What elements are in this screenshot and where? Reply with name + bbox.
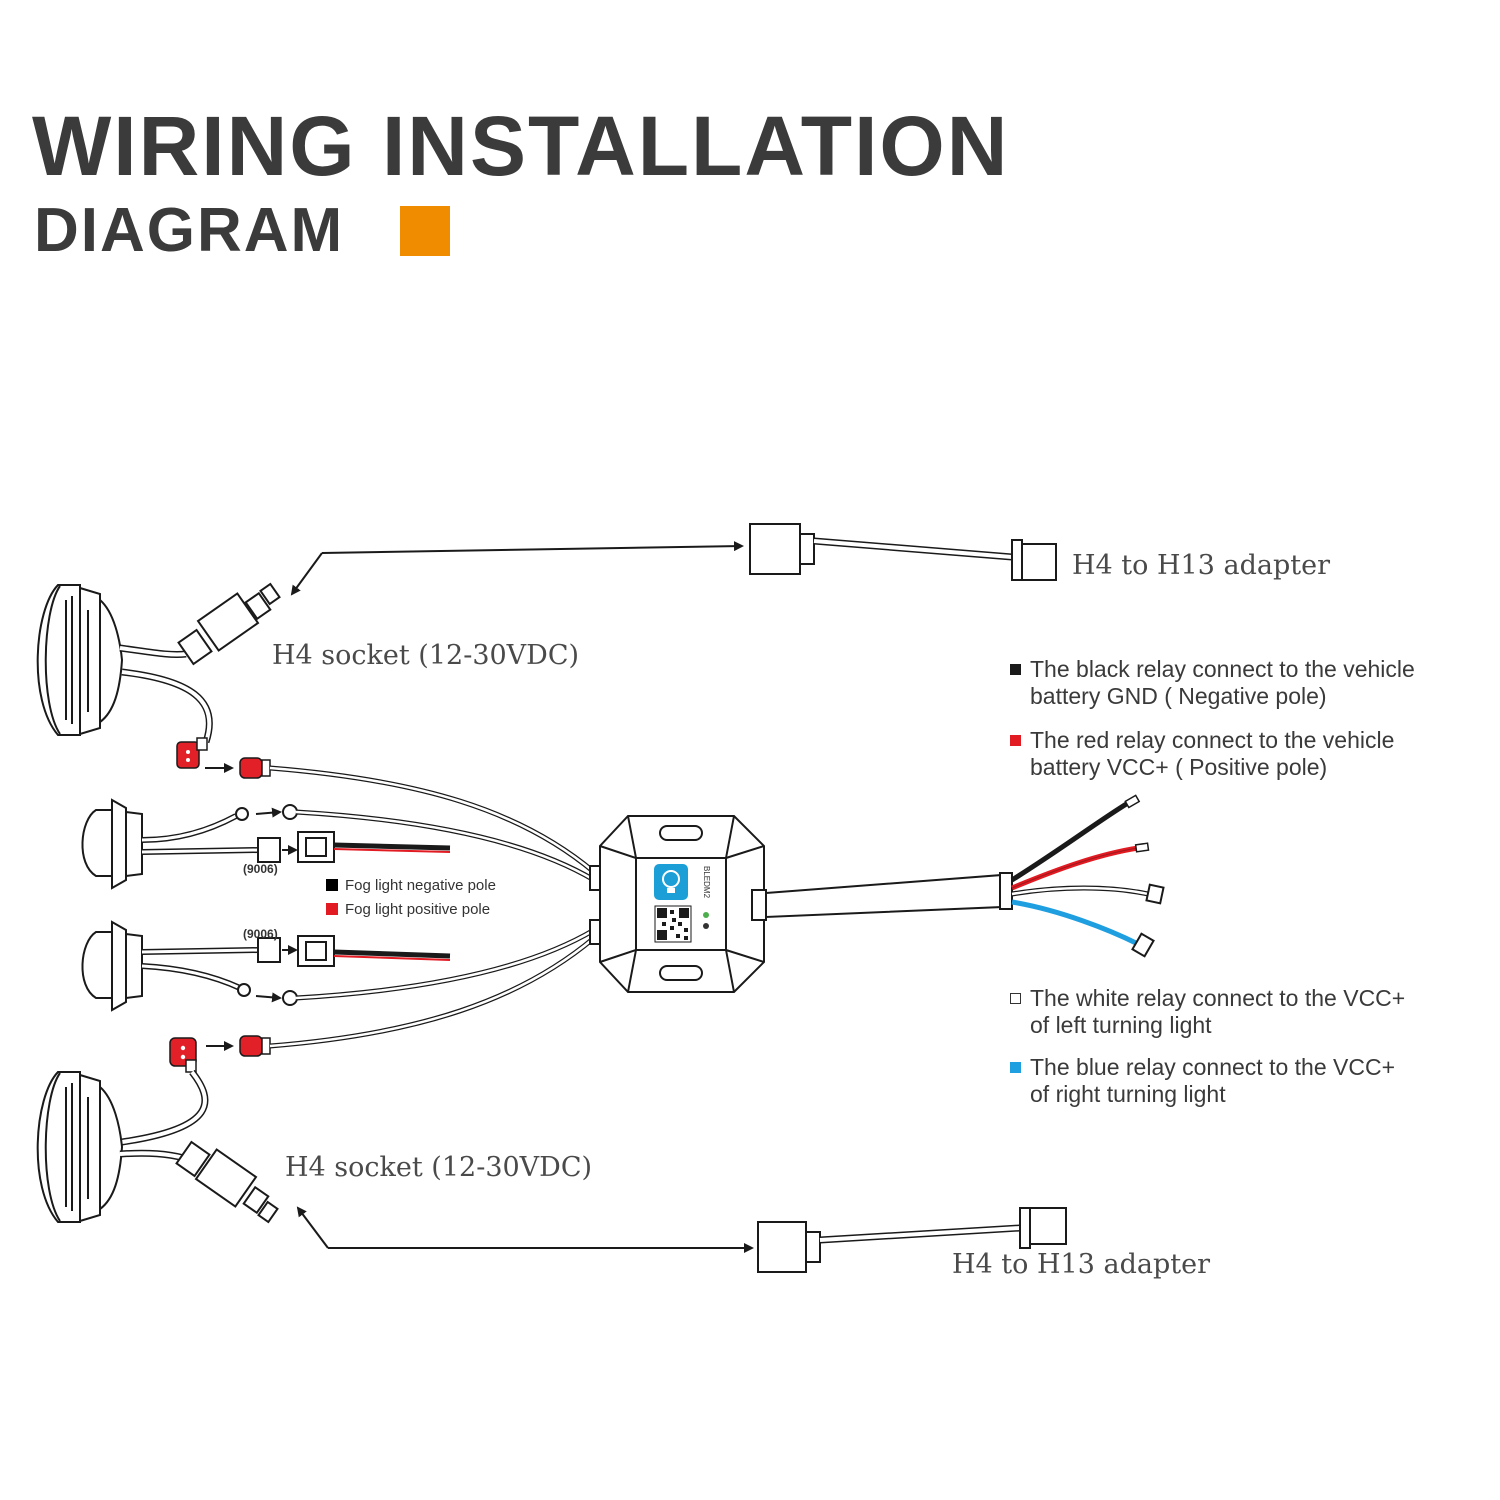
headlight-top-icon	[36, 584, 124, 736]
relay-cable	[751, 872, 1013, 921]
fog-light-top-icon	[81, 798, 143, 890]
connector-red-top-icon	[176, 737, 208, 769]
connector-red-mate-top-icon	[239, 757, 271, 779]
fog-cable-bottom	[141, 937, 281, 997]
headlight-cable-bottom	[121, 1069, 209, 1146]
connector-red-bottom-icon	[169, 1037, 197, 1073]
arrow-to-socket-top	[290, 552, 323, 596]
fog-legend-positive: Fog light positive pole	[326, 901, 490, 918]
plug-label-top: (9006)	[243, 862, 278, 876]
relay-swatch-white	[1010, 993, 1021, 1004]
fog-connector-bottom-icon	[282, 990, 298, 1006]
adapter-label-top: H4 to H13 adapter	[1072, 550, 1330, 581]
h4-h13-adapter-top-icon	[749, 523, 1057, 581]
arrow-fog-top	[255, 807, 282, 818]
arrow-to-adapter-top	[321, 541, 744, 554]
android-icon	[703, 912, 709, 918]
relay-swatch-black	[1010, 664, 1021, 675]
socket-label-bottom: H4 socket (12-30VDC)	[285, 1152, 593, 1183]
swatch-red	[326, 903, 338, 915]
arrow-fog-bottom	[255, 992, 282, 1003]
relay-swatch-red	[1010, 735, 1021, 746]
control-module-icon	[589, 815, 765, 993]
harness-wires-left	[269, 765, 596, 1049]
fog-light-bottom-icon	[81, 920, 143, 1012]
socket-cable-bottom	[119, 1140, 279, 1224]
plug-9006-top-icon	[297, 831, 451, 863]
page-title: WIRING INSTALLATION	[32, 99, 1010, 193]
h4-h13-adapter-bottom-icon	[757, 1207, 1067, 1273]
adapter-label-bottom: H4 to H13 adapter	[952, 1249, 1210, 1280]
relay-legend-black: The black relay connect to the vehicle b…	[1008, 656, 1488, 710]
relay-swatch-blue	[1010, 1062, 1021, 1073]
socket-cable-top	[119, 582, 281, 666]
module-label: BLEDM2	[702, 866, 711, 899]
headlight-cable-top	[121, 668, 213, 744]
plug-label-bottom: (9006)	[243, 927, 278, 941]
relay-legend-red: The red relay connect to the vehicle bat…	[1008, 727, 1488, 781]
bulb-app-icon	[654, 864, 688, 900]
swatch-black	[326, 879, 338, 891]
apple-icon	[703, 923, 709, 929]
connector-red-mate-bottom-icon	[239, 1035, 271, 1057]
headlight-bottom-icon	[36, 1071, 124, 1223]
page-subtitle: DIAGRAM	[34, 196, 345, 265]
plug-9006-bottom-icon	[297, 935, 451, 967]
fog-cable-top	[141, 807, 281, 863]
fog-legend-negative: Fog light negative pole	[326, 877, 496, 894]
socket-label-top: H4 socket (12-30VDC)	[272, 640, 580, 671]
accent-square	[400, 206, 450, 256]
arrow-to-socket-bottom	[296, 1206, 329, 1249]
relay-legend-blue: The blue relay connect to the VCC+ of ri…	[1008, 1054, 1488, 1108]
qr-code-icon	[654, 905, 692, 943]
relay-legend-white: The white relay connect to the VCC+ of l…	[1008, 985, 1488, 1039]
relay-wires	[1010, 794, 1165, 958]
fog-connector-top-icon	[282, 804, 298, 820]
